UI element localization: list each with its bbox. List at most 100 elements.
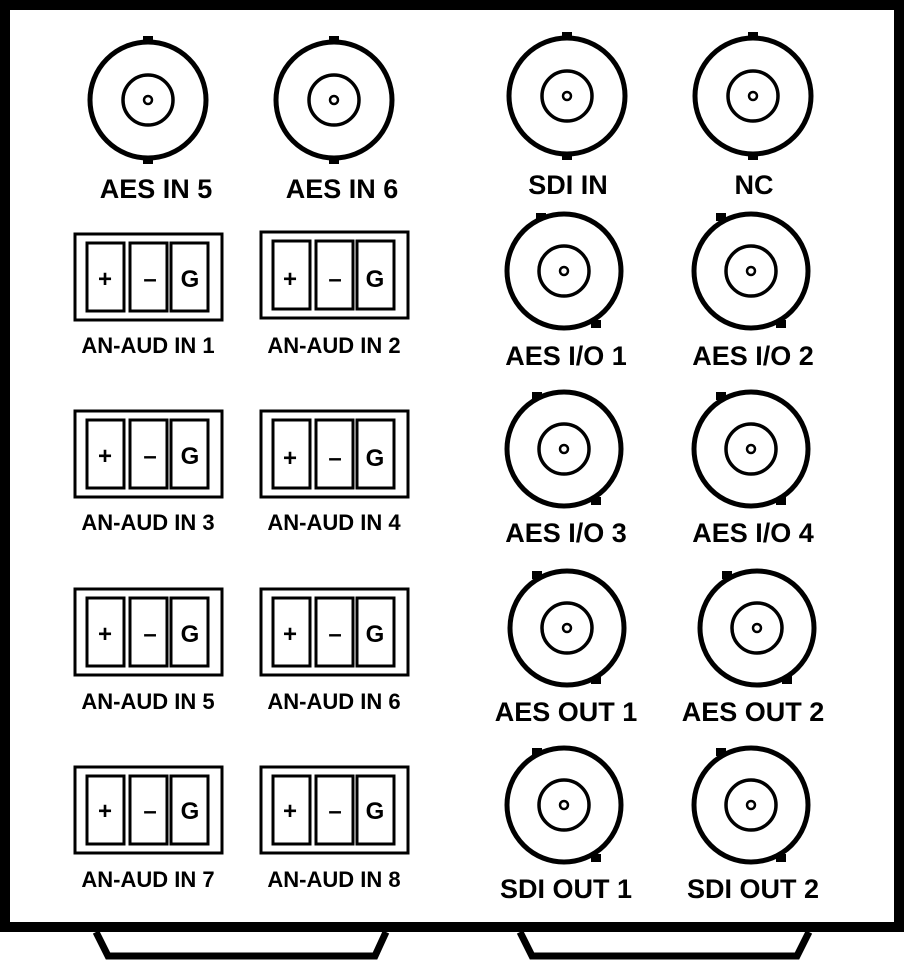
terminal-cell [85, 774, 126, 846]
bnc-center-pin [558, 443, 570, 455]
bnc-connector-aes-io-2 [691, 211, 811, 331]
terminal-cell [314, 596, 355, 668]
terminal-block-an-aud-in-2 [259, 230, 410, 320]
terminal-cell [128, 596, 169, 668]
terminal-pin-positive: + [282, 798, 298, 825]
bnc-locking-tab [532, 571, 542, 579]
terminal-cell [314, 774, 355, 846]
terminal-label-an-aud-in-8: AN-AUD IN 8 [267, 867, 401, 892]
terminal-label-an-aud-in-3: AN-AUD IN 3 [81, 510, 215, 535]
bnc-center-pin [745, 799, 757, 811]
bnc-connector-aes-io-3 [504, 389, 624, 509]
terminal-block-an-aud-in-8 [259, 765, 410, 855]
terminal-pin-negative: – [143, 266, 157, 293]
terminal-pin-negative: – [143, 443, 157, 470]
terminal-pin-negative: – [328, 621, 342, 648]
terminal-pin-negative: – [328, 445, 342, 472]
bnc-connector-sdi-out-2 [691, 745, 811, 865]
bnc-center-pin [745, 265, 757, 277]
bnc-label-aes-in-5: AES IN 5 [99, 174, 213, 204]
terminal-pin-negative: – [328, 798, 342, 825]
terminal-cell [271, 239, 312, 311]
terminal-block-an-aud-in-4 [259, 409, 410, 499]
terminal-cell [271, 596, 312, 668]
terminal-block-an-aud-in-5 [73, 587, 224, 677]
bnc-locking-tab [776, 854, 786, 862]
bnc-center-pin [561, 90, 573, 102]
terminal-cell [169, 418, 210, 490]
terminal-pin-negative: – [328, 266, 342, 293]
bnc-locking-tab [776, 497, 786, 505]
terminal-pin-positive: + [97, 266, 113, 293]
bnc-connector-aes-in-5 [87, 36, 209, 164]
terminal-pin-ground: G [180, 266, 200, 293]
terminal-label-an-aud-in-5: AN-AUD IN 5 [81, 689, 215, 714]
bnc-center-pin [747, 90, 759, 102]
terminal-pin-positive: + [282, 445, 298, 472]
bnc-label-aes-io-4: AES I/O 4 [692, 518, 814, 548]
bnc-center-pin [561, 622, 573, 634]
terminal-cell [169, 241, 210, 313]
terminal-label-an-aud-in-7: AN-AUD IN 7 [81, 867, 215, 892]
terminal-cell [128, 241, 169, 313]
bnc-locking-tab [591, 320, 601, 328]
bnc-locking-tab [716, 748, 726, 756]
terminal-label-an-aud-in-2: AN-AUD IN 2 [267, 333, 401, 358]
terminal-cell [85, 418, 126, 490]
terminal-block-an-aud-in-6 [259, 587, 410, 677]
terminal-pin-ground: G [365, 798, 385, 825]
terminal-cell [128, 774, 169, 846]
terminal-pin-positive: + [97, 621, 113, 648]
terminal-label-an-aud-in-6: AN-AUD IN 6 [267, 689, 401, 714]
bnc-locking-tab [716, 392, 726, 400]
bnc-connector-nc [692, 32, 814, 160]
terminal-cell [355, 596, 396, 668]
terminal-cell [355, 774, 396, 846]
bnc-label-aes-io-2: AES I/O 2 [692, 341, 814, 371]
bnc-locking-tab [716, 213, 726, 221]
terminal-pin-negative: – [143, 621, 157, 648]
bnc-label-aes-io-1: AES I/O 1 [505, 341, 627, 371]
bnc-connector-aes-out-2 [697, 568, 817, 688]
bnc-label-aes-in-6: AES IN 6 [285, 174, 399, 204]
terminal-pin-ground: G [180, 621, 200, 648]
terminal-pin-positive: + [97, 443, 113, 470]
bnc-label-nc: NC [734, 170, 774, 200]
terminal-block-an-aud-in-7 [73, 765, 224, 855]
terminal-cell [314, 239, 355, 311]
terminal-cell [128, 418, 169, 490]
terminal-label-an-aud-in-1: AN-AUD IN 1 [81, 333, 215, 358]
bnc-label-aes-out-1: AES OUT 1 [494, 697, 638, 727]
terminal-pin-positive: + [282, 621, 298, 648]
terminal-cell [169, 774, 210, 846]
bnc-locking-tab [776, 320, 786, 328]
mounting-foot-left [92, 930, 390, 960]
bnc-connector-sdi-out-1 [504, 745, 624, 865]
terminal-cell [169, 596, 210, 668]
bnc-center-pin [751, 622, 763, 634]
bnc-label-sdi-in: SDI IN [528, 170, 608, 200]
terminal-cell [85, 241, 126, 313]
terminal-cell [355, 418, 396, 490]
bnc-connector-aes-in-6 [273, 36, 395, 164]
terminal-pin-positive: + [97, 798, 113, 825]
terminal-pin-ground: G [365, 445, 385, 472]
bnc-center-pin [558, 265, 570, 277]
bnc-locking-tab [591, 676, 601, 684]
terminal-cell [271, 418, 312, 490]
bnc-locking-tab [722, 571, 732, 579]
terminal-cell [355, 239, 396, 311]
terminal-block-an-aud-in-1 [73, 232, 224, 322]
bnc-label-sdi-out-2: SDI OUT 2 [686, 874, 820, 904]
bnc-connector-aes-out-1 [507, 568, 627, 688]
terminal-pin-ground: G [365, 266, 385, 293]
terminal-pin-ground: G [180, 443, 200, 470]
terminal-block-an-aud-in-3 [73, 409, 224, 499]
terminal-pin-negative: – [143, 798, 157, 825]
bnc-center-pin [328, 94, 340, 106]
bnc-label-aes-out-2: AES OUT 2 [681, 697, 825, 727]
mounting-foot-right [516, 930, 813, 960]
terminal-label-an-aud-in-4: AN-AUD IN 4 [267, 510, 401, 535]
